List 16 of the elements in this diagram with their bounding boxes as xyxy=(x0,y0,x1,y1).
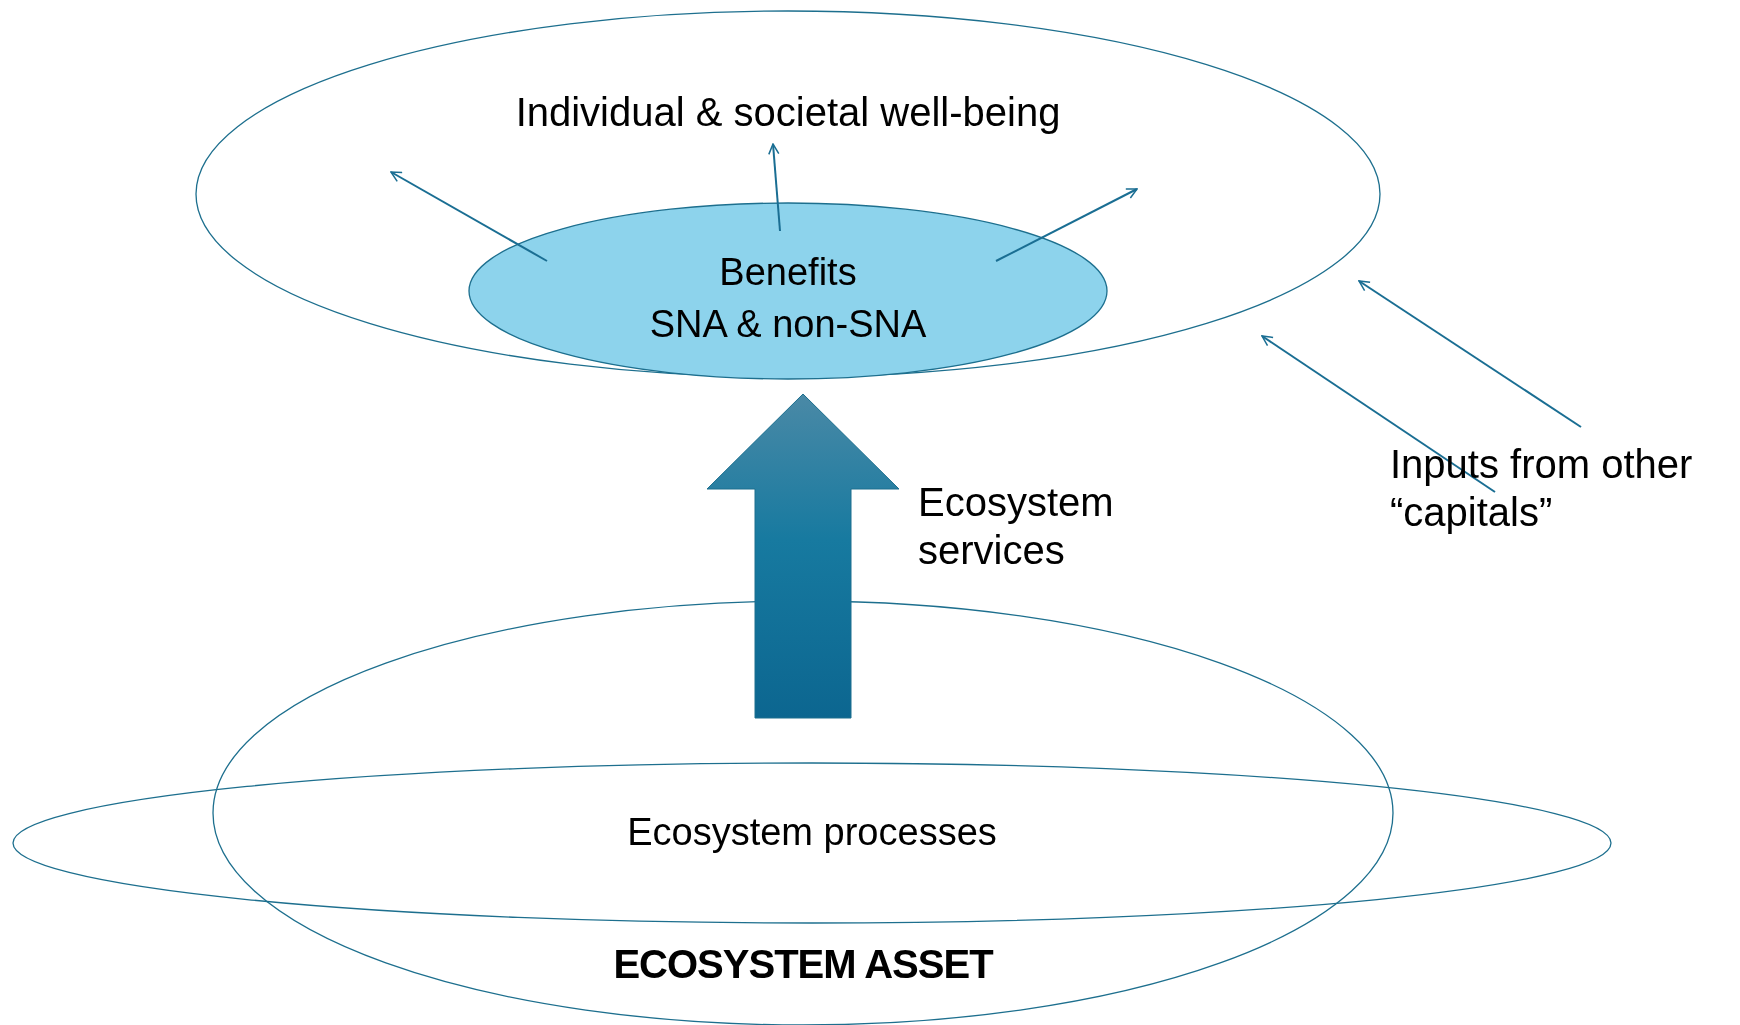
arrow xyxy=(768,143,781,232)
arrow xyxy=(1261,335,1496,493)
arrow xyxy=(390,171,548,262)
region-label: Individual & societal well-being xyxy=(514,89,1062,136)
arrow xyxy=(995,188,1138,262)
arrow xyxy=(1358,280,1582,428)
region-label: Benefits xyxy=(718,250,858,295)
region-label: SNA & non-SNA xyxy=(648,302,928,347)
ellipse-region xyxy=(212,600,1394,1025)
edge-label: Ecosystem services xyxy=(918,479,1115,574)
ellipse-region xyxy=(468,202,1108,380)
region-title: ECOSYSTEM ASSET xyxy=(612,941,995,988)
region-label: Ecosystem processes xyxy=(626,810,998,855)
ellipse-region xyxy=(12,762,1612,924)
block-arrow xyxy=(706,393,900,719)
ellipse-region xyxy=(195,10,1381,378)
